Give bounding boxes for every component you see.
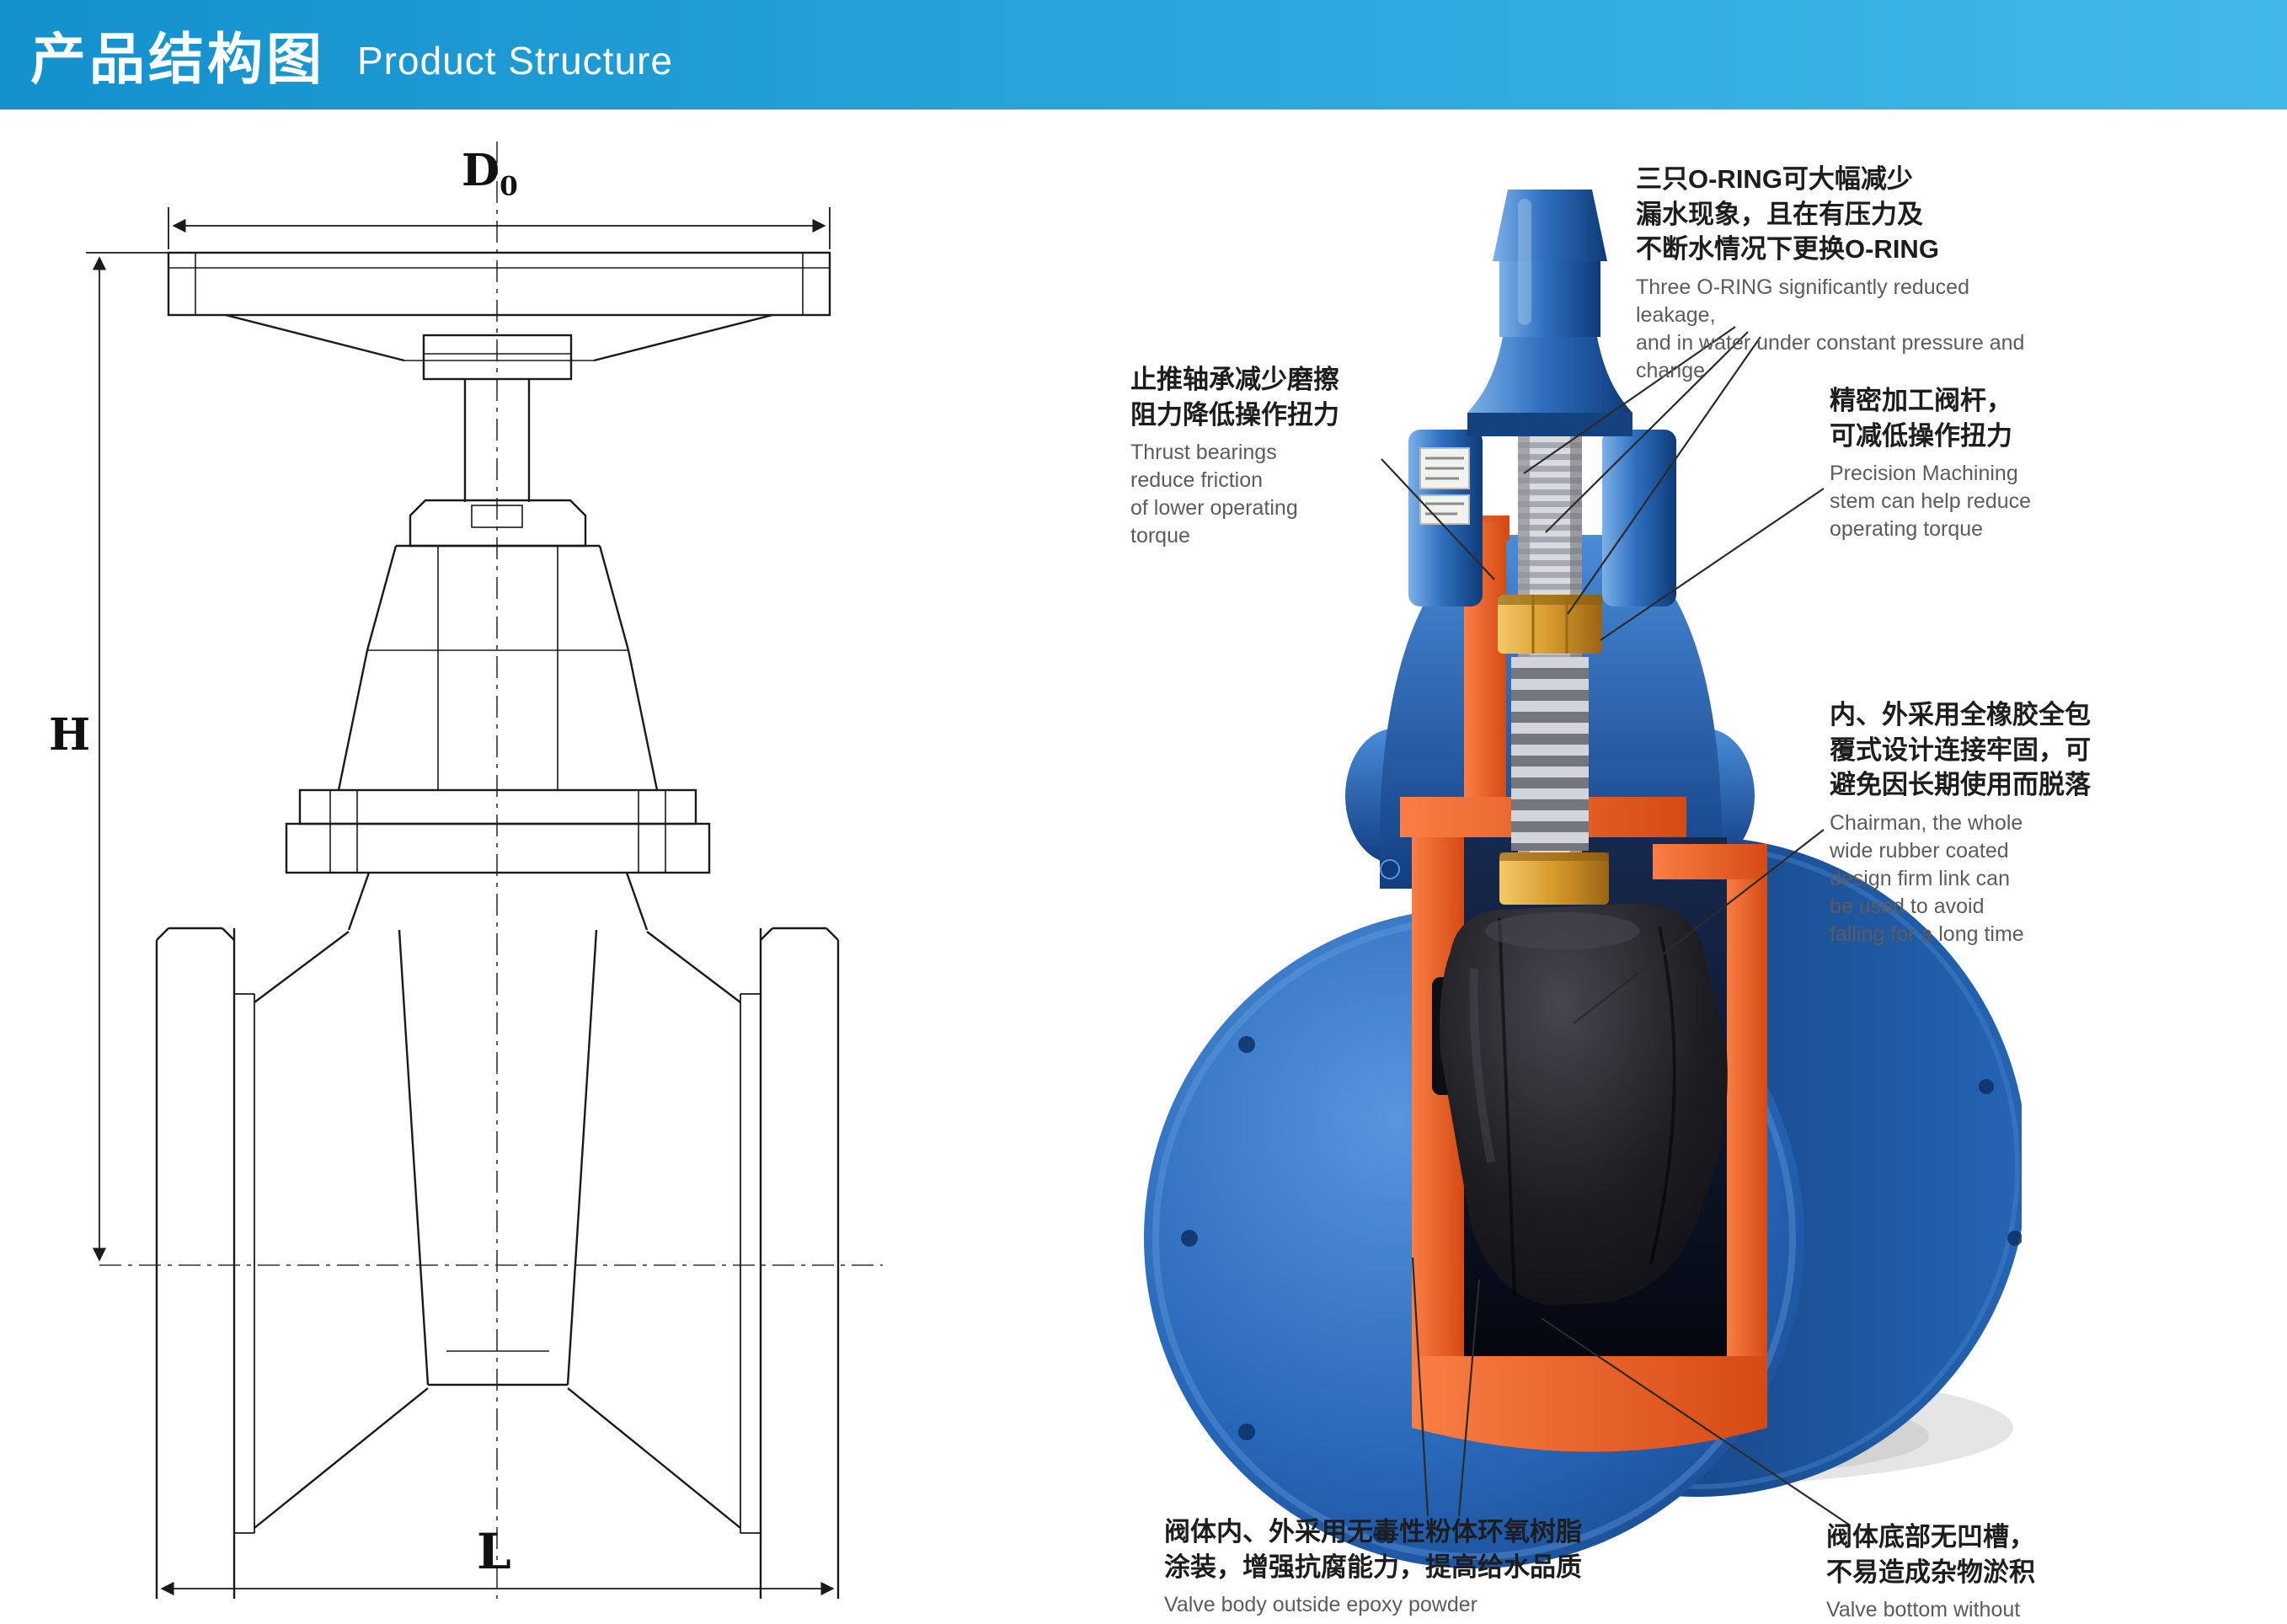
cut-bonnet-flange-ledge — [1400, 797, 1686, 837]
cut-body-left-wall — [1412, 837, 1464, 1360]
page-subtitle: Product Structure — [357, 39, 673, 83]
valve-line-drawing — [86, 142, 883, 1599]
valve-shadow-core — [1440, 1396, 1929, 1477]
stem-cap — [1467, 190, 1632, 436]
annotation-stem-en: Precision Machining stem can help reduce… — [1830, 462, 2032, 542]
acme-threads — [1511, 657, 1589, 851]
annotation-stem-zh: 精密加工阀杆， 可减低操作扭力 — [1830, 386, 2012, 451]
body-cavity — [1464, 837, 1727, 1361]
bonnet-bolts — [1380, 859, 1710, 886]
annotation-rubber-coating: 内、外采用全橡胶全包 覆式设计连接牢固，可 避免因长期使用而脱落 Chairma… — [1830, 697, 2150, 948]
annotation-valve-bottom: 阀体底部无凹槽， 不易造成杂物淤积 Valve bottom without — [1826, 1520, 2146, 1624]
threaded-stem — [1518, 436, 1582, 876]
front-body-disc — [1144, 908, 1804, 1568]
annotation-stem-machining: 精密加工阀杆， 可减低操作扭力 Precision Machining stem… — [1830, 383, 2108, 543]
header-banner: 产品结构图 Product Structure — [0, 0, 2287, 110]
annotation-epoxy-en: Valve body outside epoxy powder — [1164, 1593, 1477, 1617]
stem-lines — [463, 379, 531, 502]
dim-d-letter: D — [462, 145, 500, 196]
annotation-oring: 三只O-RING可大幅减少 漏水现象，且在有压力及 不断水情况下更换O-RING… — [1636, 162, 2040, 385]
annotation-rubber-zh: 内、外采用全橡胶全包 覆式设计连接牢固，可 避免因长期使用而脱落 — [1830, 700, 2091, 800]
cut-bonnet-wall — [1464, 522, 1506, 800]
body-barrel — [1457, 868, 1710, 1474]
flange-bolt-holes — [1181, 1036, 2022, 1543]
centerlines — [99, 142, 883, 1599]
annotation-thrust-en: Thrust bearings reduce friction of lower… — [1130, 441, 1298, 548]
cut-body-right-ledge — [1653, 844, 1767, 879]
valve-body-profile — [254, 931, 741, 1529]
valve-shadow — [1272, 1369, 2013, 1487]
flange-left — [155, 927, 255, 1599]
annotation-bottom-en: Valve bottom without — [1826, 1598, 2021, 1622]
yoke-arms — [1408, 430, 1676, 606]
cut-section — [1400, 516, 1767, 1452]
annotation-bottom-zh: 阀体底部无凹槽， 不易造成杂物淤积 — [1826, 1522, 2035, 1587]
gland — [409, 499, 587, 548]
handwheel — [167, 251, 831, 381]
stem-nut-brass — [1498, 595, 1602, 654]
dimension-label-l: L — [477, 1523, 511, 1580]
spec-tags — [1419, 447, 1470, 525]
dimension-label-h: H — [49, 709, 91, 761]
page-title: 产品结构图 — [30, 28, 325, 90]
cut-body-right-wall — [1727, 868, 1767, 1360]
flange-right — [740, 927, 840, 1599]
bonnet-flange — [285, 788, 711, 874]
cut-bottom-channel — [1412, 1356, 1767, 1452]
bonnet — [337, 544, 659, 791]
wedge-nut-brass — [1499, 852, 1609, 905]
cut-bonnet-top-ledge — [1434, 516, 1510, 541]
dimension-d0 — [168, 207, 831, 249]
annotation-oring-zh: 三只O-RING可大幅减少 漏水现象，且在有压力及 不断水情况下更换O-RING — [1636, 164, 1939, 264]
annotation-epoxy-coating: 阀体内、外采用无毒性粉体环氧树脂 涂装，增强抗腐能力，提高给水品质 Valve … — [1164, 1514, 1703, 1619]
annotation-epoxy-zh: 阀体内、外采用无毒性粉体环氧树脂 涂装，增强抗腐能力，提高给水品质 — [1164, 1517, 1582, 1582]
body-neck — [347, 872, 649, 931]
rubber-wedge — [1432, 903, 1728, 1306]
annotation-rubber-en: Chairman, the whole wide rubber coated d… — [1830, 810, 2024, 946]
front-body-rim — [1152, 916, 1796, 1560]
annotation-thrust-bearing: 止推轴承减少磨擦 阻力降低操作扭力 Thrust bearings reduce… — [1130, 362, 1400, 550]
bonnet-render — [1345, 535, 1755, 889]
annotation-oring-en: Three O-RING significantly reduced leaka… — [1636, 275, 2025, 382]
dimension-h — [86, 252, 168, 1262]
gate-pocket — [398, 929, 598, 1386]
dim-d-subscript: 0 — [500, 171, 518, 202]
annotation-thrust-zh: 止推轴承减少磨擦 阻力降低操作扭力 — [1130, 365, 1339, 430]
dimension-label-d0: D0 — [462, 145, 518, 201]
